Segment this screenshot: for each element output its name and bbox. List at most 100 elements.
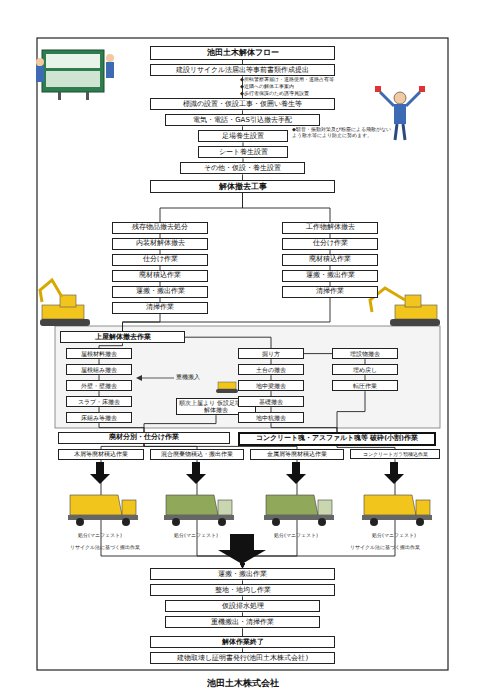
process-box: 床組み等撤去 [66,412,132,423]
box-text: 清掃作業 [285,288,375,296]
flagman-illustration [395,124,397,140]
flow-connector [337,391,365,432]
dump-truck [122,500,136,515]
note-text: ◆歩行者保護のため誘導員設置 [240,90,400,96]
process-box: 木屑等廃材積込作業 [58,449,144,460]
process-box: 内装材解体撤去 [112,238,208,250]
note-text: 処分(マニフェスト) [156,532,236,538]
excavator-left [40,280,62,302]
black-arrow [90,474,110,484]
process-box: 建物取壊し証明書発行(池田土木株式会社) [150,652,335,664]
flow-connector [144,415,216,432]
excavator-right [370,288,440,326]
box-text: 建設リサイクル法届出等事前書類作成提出 [153,66,332,74]
dump-truck [370,518,378,526]
black-arrow [90,462,404,484]
small-excavator [216,389,238,393]
box-text: 仕分け作業 [115,256,205,264]
process-box: 清掃作業 [282,286,378,298]
box-text: 基礎撤去 [241,398,301,405]
box-text: 廃材分別・仕分け作業 [61,434,227,442]
box-text: コンクリートガラ類積込作業 [353,451,437,457]
note-text: ◆近隣への解体工事案内 [240,83,400,89]
process-box: 仕分け作業 [282,238,378,250]
box-text: 埋め戻し [335,366,395,373]
box-text: 解体撤去工事 [153,182,332,191]
note-text: ◆騒音・振動対策及び粉塵による飛散がないよう散水等により防止に努めます。 [292,126,392,138]
black-arrow [96,462,104,474]
dump-truck [70,495,122,515]
sign-board-illustration [36,58,44,66]
excavator-left [60,295,76,307]
sign-board-illustration [36,66,44,82]
flagman-illustration [403,124,405,140]
note-text: 処分(マニフェスト) [354,532,434,538]
sign-board-illustration [58,92,61,100]
box-text: 外壁・壁撤去 [69,382,129,389]
process-box: 金属屑等廃材積込作業 [250,449,344,460]
box-text: 仕分け作業 [285,240,375,248]
heavy-machine-arrow [136,375,174,381]
flow-connector [185,337,271,348]
process-box: 足場養生設置 [198,130,288,142]
process-box: シート養生設置 [198,146,288,158]
box-text: 転圧作業 [335,382,395,389]
process-box: 清掃作業 [112,302,208,314]
heavy-machine-arrow [136,375,142,381]
process-box: 仮設排水処理 [165,600,320,612]
box-text: 電気・電話・GAS引込撤去手配 [168,116,317,124]
box-text: 工作物解体撤去 [285,224,375,232]
process-box: 解体作業終了 [150,636,335,648]
dump-truck [218,518,226,526]
process-box: 上屋解体撤去作業 [60,331,185,343]
dump-truck [416,500,430,515]
dump-truck [122,518,130,526]
process-box: 地中杭撤去 [238,412,304,423]
black-arrow [292,462,300,474]
dump-truck [172,518,180,526]
process-box: 池田土木解体フロー [150,46,335,60]
heavy-machine-arrow [140,378,174,379]
process-box: 混合廃棄物積込・搬出作業 [150,449,244,460]
box-text: 整地・地均し作業 [153,586,332,594]
flagman-illustration [375,86,381,92]
process-box: 掘り方 [238,348,304,359]
box-text: 残存物品撤去処分 [115,224,205,232]
note-text: リサイクル法に基づく搬出作業 [50,544,160,550]
box-text: その他・仮設・養生設置 [183,164,302,172]
process-box: 整地・地均し作業 [150,584,335,596]
process-box: 残存物品撤去処分 [112,222,208,234]
sign-board-illustration [46,71,100,87]
process-box: 屋根材料撤去 [66,348,132,359]
process-box: 電気・電話・GAS引込撤去手配 [165,114,320,126]
big-down-arrow [230,534,254,550]
box-text: コンクリート魂・アスファルト魂等 破砕(小割)作業 [242,435,432,443]
sign-board-illustration [106,54,114,62]
box-text: 地中梁撤去 [241,382,301,389]
box-text: 重機搬出・清掃作業 [168,618,317,626]
process-box: スラブ・床撤去 [66,396,132,407]
box-text: 床組み等撤去 [69,414,129,421]
group-band [55,326,440,428]
note-text: リサイクル法に基づく搬出作業 [330,544,440,550]
flagman-illustration [419,86,425,92]
process-box: 土台の撤去 [238,364,304,375]
dump-truck [166,495,218,515]
process-box: 解体撤去工事 [150,180,335,193]
dump-truck [68,495,432,526]
box-text: シート養生設置 [201,148,285,156]
box-text: スラブ・床撤去 [69,398,129,405]
black-arrow [384,474,404,484]
process-box: 標識の設置・仮設工事・仮囲い養生等 [150,98,335,110]
caption: 池田土木株式会社 [0,677,485,690]
box-text: 掘り方 [241,350,301,357]
big-down-arrow [218,534,266,564]
box-text: 運搬・搬出作業 [115,288,205,296]
flow-connector [243,193,331,222]
process-box: 運搬・搬出作業 [112,286,208,298]
flagman-illustration [380,92,394,106]
process-box: 建設リサイクル法届出等事前書類作成提出 [150,64,335,76]
process-box: 地中梁撤去 [238,380,304,391]
process-box: 廃材積込作業 [112,270,208,282]
